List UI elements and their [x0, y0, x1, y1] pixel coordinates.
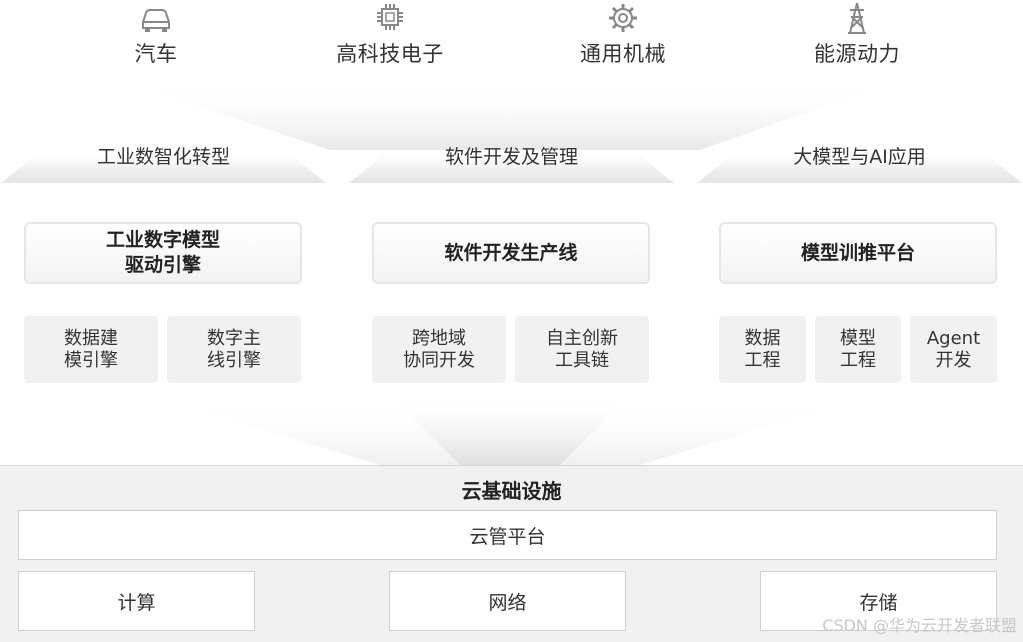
solution-title: 大模型与AI应用: [793, 146, 926, 168]
industry-label: 能源动力: [814, 42, 900, 66]
product-industrial-engine: 工业数字模型 驱动引擎: [24, 222, 302, 284]
sub-line: 自主创新: [546, 327, 618, 349]
sub-line: 线引擎: [207, 349, 261, 371]
sub-line: 数据: [744, 327, 781, 349]
sub-data-modeling-engine: 数据建模引擎: [24, 316, 158, 383]
sub-digital-thread-engine: 数字主线引擎: [167, 316, 301, 383]
industry-label: 高科技电子: [336, 42, 444, 66]
sub-cross-region-dev: 跨地域协同开发: [372, 316, 506, 383]
sub-line: 开发: [935, 349, 972, 371]
cloud-title: 云基础设施: [461, 479, 562, 503]
product-name-line: 模型训推平台: [800, 241, 915, 264]
product-name-line: 驱动引擎: [124, 254, 201, 276]
product-model-platform: 模型训推平台: [719, 222, 997, 284]
solution-title: 软件开发及管理: [444, 146, 578, 168]
resource-compute: 计算: [18, 571, 255, 631]
industry-car: 汽车: [76, 0, 236, 68]
solution-trapezoid: [1, 154, 326, 183]
sub-line: 工程: [744, 349, 781, 371]
sub-line: 工程: [840, 349, 876, 371]
solution-trapezoid: [349, 154, 674, 183]
sub-line: 模型: [840, 327, 876, 349]
sub-line: 模引擎: [64, 349, 118, 371]
sub-line: 数字主: [207, 327, 261, 349]
chip-icon: [377, 4, 403, 30]
sub-data-engineering: 数据工程: [719, 316, 806, 383]
sub-line: 数据建: [64, 327, 118, 349]
solution-title: 工业数智化转型: [96, 146, 230, 168]
car-icon: [142, 9, 170, 32]
solution-software: 软件开发及管理: [349, 146, 674, 184]
product-name-line: 工业数字模型: [105, 229, 220, 251]
sub-line: Agent: [926, 327, 981, 349]
resource-network: 网络: [389, 571, 626, 631]
solution-industrial: 工业数智化转型: [1, 146, 326, 184]
product-software-pipeline: 软件开发生产线: [372, 222, 650, 284]
cloud-management-platform: 云管平台: [18, 510, 997, 560]
solution-trapezoid: [697, 154, 1022, 183]
sub-model-engineering: 模型工程: [815, 316, 901, 383]
industry-energy: 能源动力: [777, 0, 937, 68]
sub-toolchain: 自主创新工具链: [515, 316, 649, 383]
industry-electronics: 高科技电子: [310, 0, 470, 68]
industry-label: 通用机械: [580, 42, 666, 66]
product-name-line: 软件开发生产线: [444, 241, 578, 264]
industry-label: 汽车: [134, 42, 178, 66]
watermark: CSDN @华为云开发者联盟: [822, 616, 1017, 635]
solution-ai: 大模型与AI应用: [697, 146, 1022, 184]
sub-line: 协同开发: [403, 349, 475, 371]
industry-machinery: 通用机械: [543, 0, 703, 68]
gear-icon: [609, 4, 637, 32]
power-tower-icon: [848, 2, 866, 34]
sub-line: 跨地域: [412, 327, 466, 349]
sub-line: 工具链: [555, 349, 609, 371]
resource-storage: 存储: [760, 571, 997, 631]
